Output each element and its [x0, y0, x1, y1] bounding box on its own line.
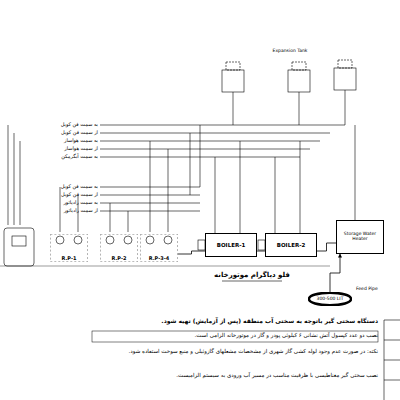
storage-tank: 300-500 LIT	[308, 292, 352, 306]
note-text: نکته: در صورت عدم وجود لوله کشی گاز شهری…	[92, 348, 378, 354]
pipe-label: از سمت فن کویل	[3, 130, 98, 136]
pump-group: R.P-2	[100, 234, 138, 262]
node-label: R.P-1	[62, 256, 77, 262]
pump-group: R.P-3-4	[140, 234, 178, 262]
pipe-label: به سمت آبگرمکن	[3, 154, 98, 160]
pump-group: R.P-1	[50, 234, 88, 262]
equipment-box: Storage Water Heater	[336, 220, 384, 254]
expansion-tank	[288, 70, 310, 92]
pipe-label: به سمت فن کویل	[3, 184, 98, 190]
expansion-tank	[334, 68, 356, 90]
note-frame	[92, 331, 378, 342]
pipe-connector	[317, 243, 336, 251]
pipe-label: به سمت رادیاتور	[3, 200, 98, 206]
node-label: R.P-2	[112, 256, 127, 262]
diagram-title: فلو دیاگرام موتورخانه	[200, 271, 304, 279]
pipe-connector	[257, 251, 265, 252]
pipe-connector	[178, 251, 205, 254]
part-label: Feed Pipe	[356, 286, 396, 291]
pipe-label: به سمت هواساز	[3, 138, 98, 144]
pipe-label: از سمت رادیاتور	[3, 208, 98, 214]
pipe-connector	[330, 254, 340, 292]
equipment-box: BOILER-2	[265, 233, 317, 257]
node-label: Storage Water Heater	[339, 232, 381, 242]
pipe-label: از سمت هواساز	[3, 146, 98, 152]
node-label: BOILER-1	[217, 242, 246, 248]
note-text: نصب دو عدد کپسول آتش نشانی ۶ کیلوئی پودر…	[92, 332, 378, 338]
node-label: BOILER-2	[277, 242, 306, 248]
part-label: Expansion Tank	[260, 48, 320, 53]
node-label: 300-500 LIT	[317, 297, 344, 302]
node-label: R.P-3-4	[149, 256, 170, 262]
burner-symbol	[258, 240, 265, 250]
pipe-label: به سمت فن کویل	[3, 122, 98, 128]
equipment-box: BOILER-1	[205, 233, 257, 257]
note-text: دستگاه سختی گیر باتوجه به سختی آب منطقه …	[92, 318, 378, 325]
expansion-tank	[222, 70, 244, 92]
note-text: نصب سختی گیر مغناطیسی با ظرفیت مناسب در …	[92, 372, 378, 378]
burner-symbol	[198, 240, 205, 250]
water-heater-tank	[4, 228, 34, 266]
pipe-label: از سمت فن کویل	[3, 192, 98, 198]
diagram-title-text: فلو دیاگرام موتورخانه	[213, 271, 291, 279]
